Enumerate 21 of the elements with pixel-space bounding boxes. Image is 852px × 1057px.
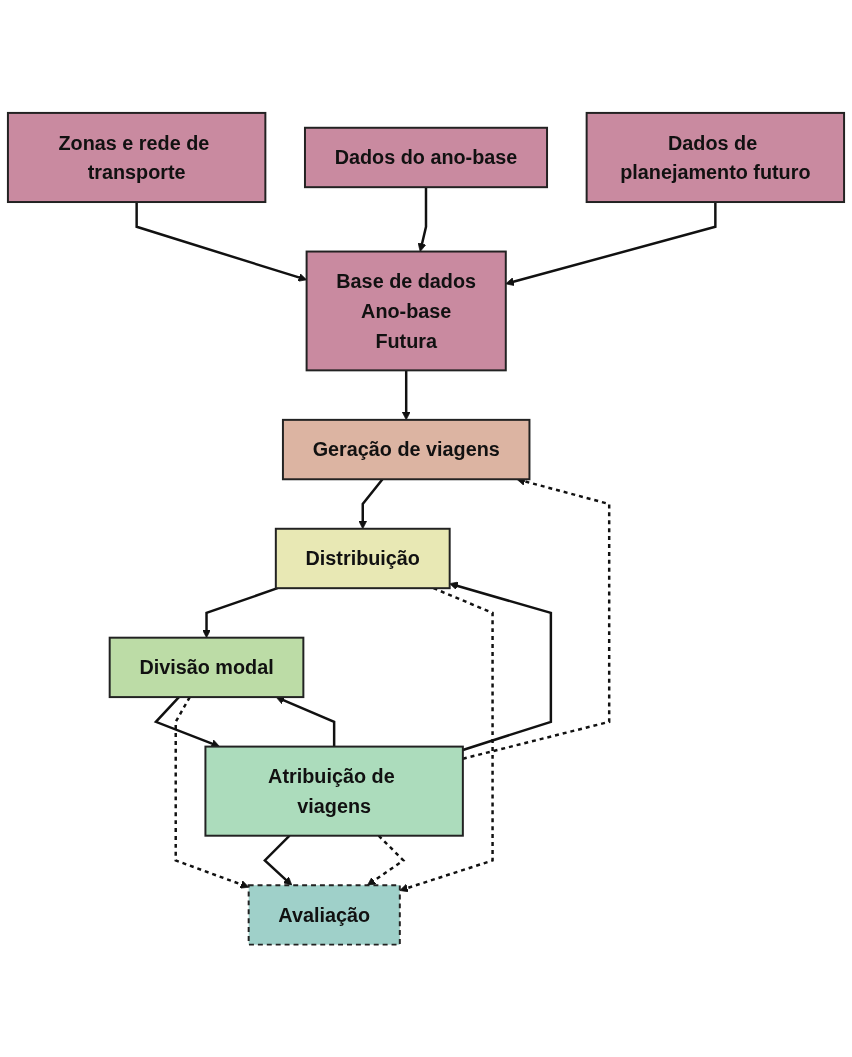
arrow — [263, 834, 293, 886]
node-box: Geração de viagens — [281, 418, 531, 480]
arrow — [417, 186, 428, 252]
node-box: Base de dados Ano-base Futura — [305, 250, 507, 372]
node-box: Dados de planejamento futuro — [585, 111, 846, 203]
node-box: Avaliação — [247, 883, 401, 946]
arrow — [153, 695, 220, 748]
node-box: Distribuição — [274, 527, 451, 589]
arrow — [449, 581, 553, 751]
arrow — [135, 201, 307, 282]
arrow — [367, 834, 406, 886]
node-box: Divisão modal — [108, 636, 305, 698]
arrow — [202, 586, 278, 638]
node-box: Dados do ano-base — [304, 126, 548, 188]
arrow — [399, 586, 494, 892]
arrow — [505, 201, 717, 286]
node-box: Atribuição de viagens — [204, 745, 464, 837]
arrow — [358, 478, 384, 529]
node-box: Zonas e rede de transporte — [6, 111, 267, 203]
arrow — [401, 370, 411, 420]
arrow — [275, 695, 336, 747]
